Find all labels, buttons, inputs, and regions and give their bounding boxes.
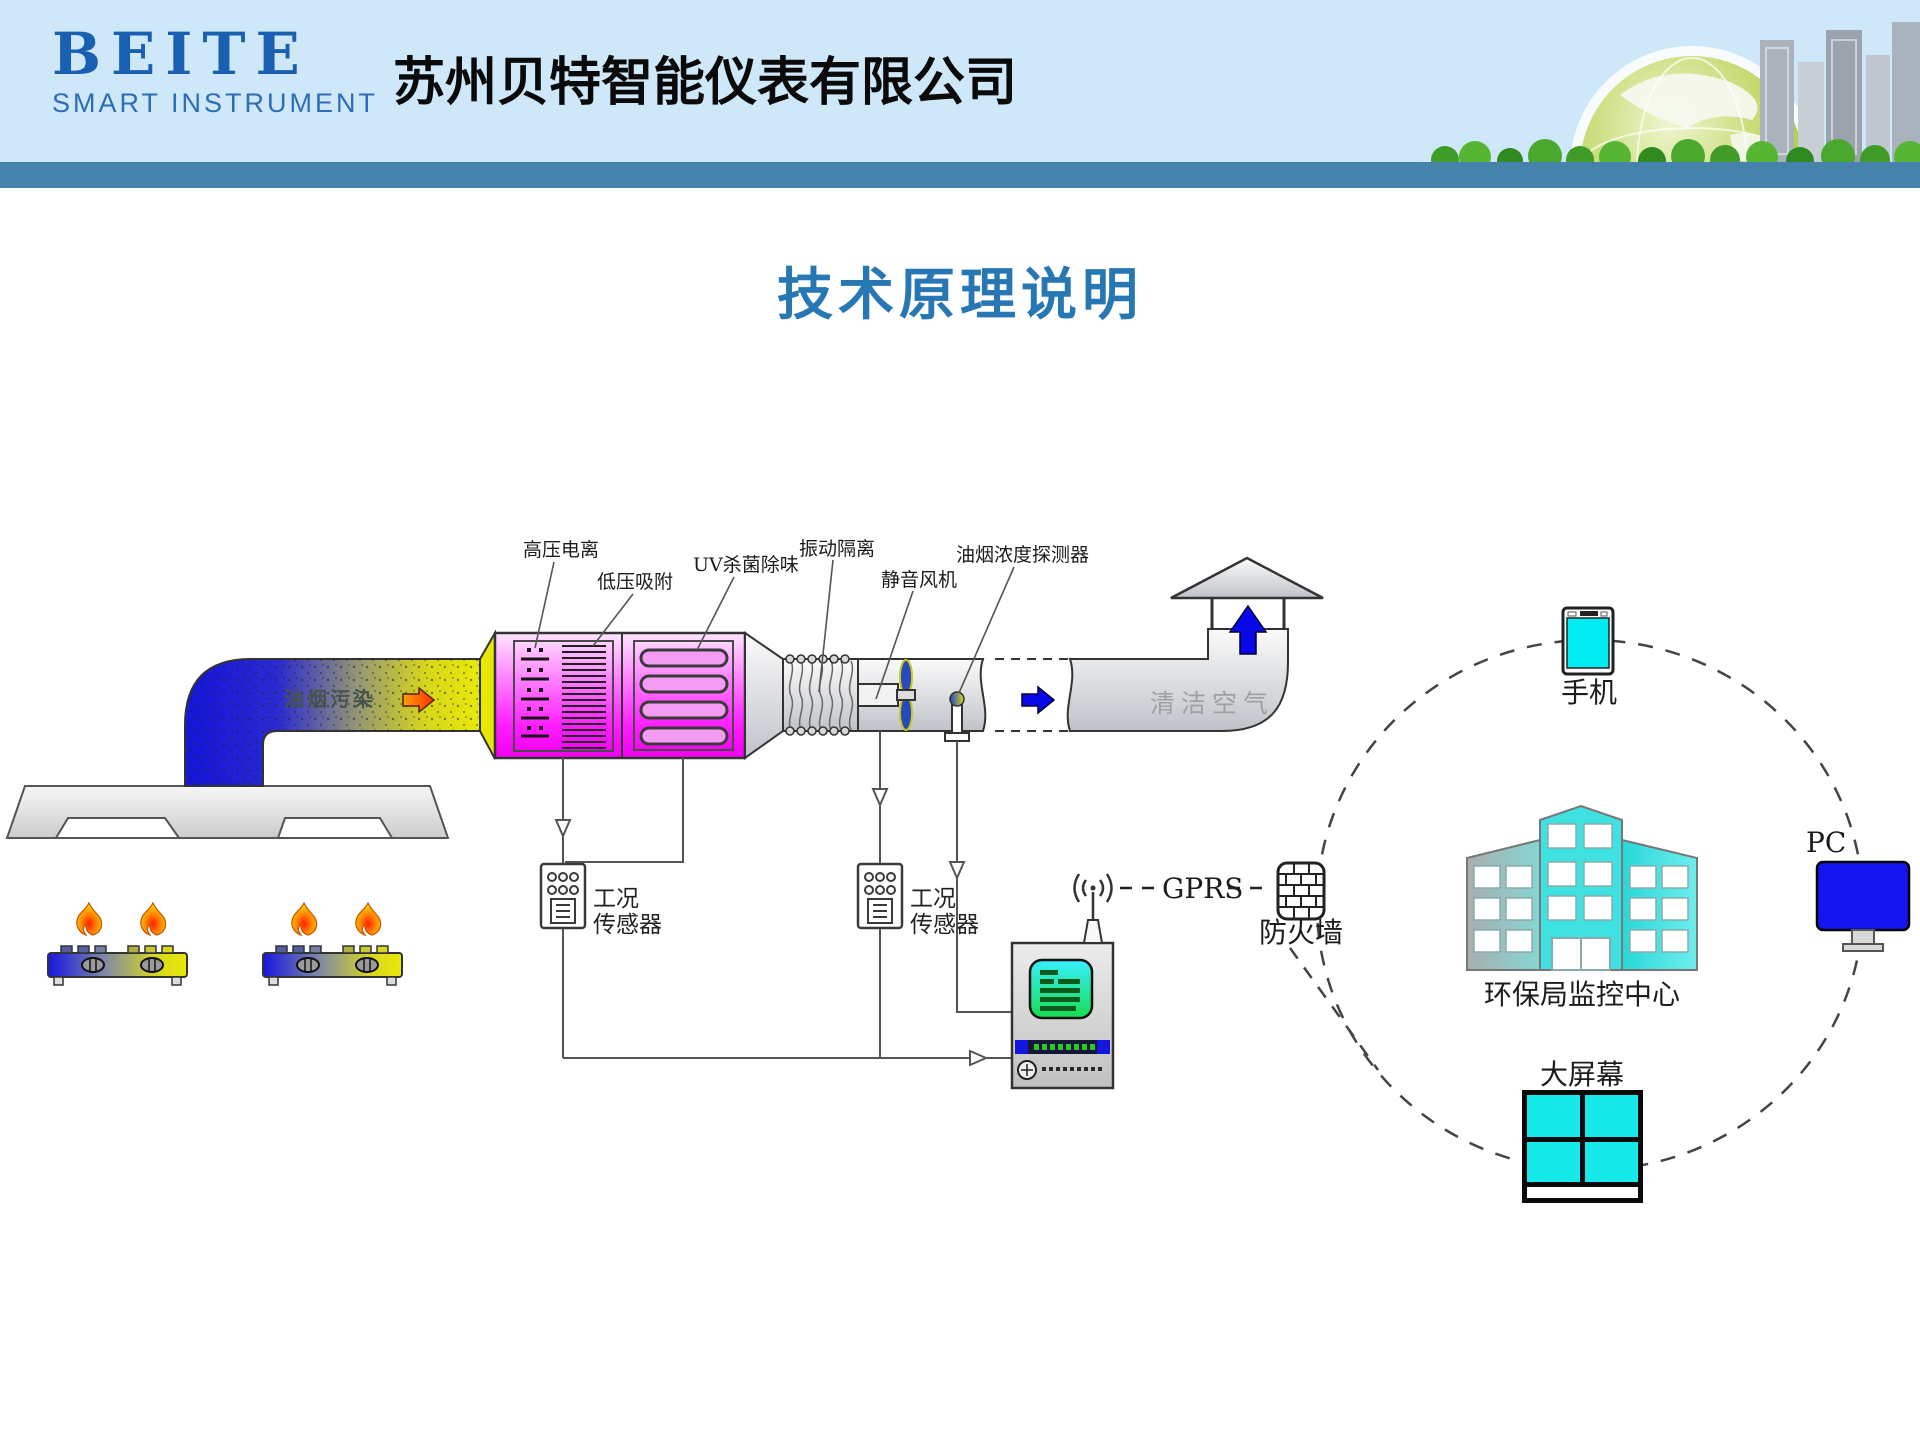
flame-icon bbox=[76, 902, 103, 936]
header: BEITE SMART INSTRUMENT 苏州贝特智能仪表有限公司 bbox=[0, 0, 1920, 162]
adsorption-plates bbox=[562, 645, 606, 749]
condition-sensor-1-label-line1: 工况 bbox=[593, 886, 639, 912]
signal-wires bbox=[554, 731, 1012, 1067]
exhaust-up-arrow-icon bbox=[1228, 604, 1268, 655]
vibration-isolation-label: 振动隔离 bbox=[799, 538, 875, 560]
monitoring-terminal bbox=[1010, 892, 1115, 1090]
flame-icon bbox=[291, 902, 318, 936]
fan-blade bbox=[899, 659, 913, 695]
firewall-icon: 防火墙 bbox=[1259, 861, 1380, 1071]
fume-pollution-label: 油烟污染 bbox=[284, 687, 376, 711]
pc-monitor-icon: PC bbox=[1806, 826, 1911, 952]
condition-sensor-2-label-line2: 传感器 bbox=[910, 912, 979, 938]
company-name: 苏州贝特智能仪表有限公司 bbox=[393, 54, 1018, 112]
ionization-electrodes bbox=[521, 657, 549, 738]
stove-left bbox=[47, 902, 188, 986]
epa-building-icon: 环保局监控中心 bbox=[1466, 804, 1698, 1011]
wireless-signal-icon bbox=[1073, 873, 1113, 903]
component-callouts: 高压电离 低压吸附 UV杀菌除味 振动隔离 静音风机 油烟浓度探测器 bbox=[523, 538, 1089, 700]
antenna-base bbox=[1082, 919, 1104, 944]
fume-duct: 油烟污染 bbox=[184, 658, 481, 787]
building-windows bbox=[1473, 823, 1689, 953]
exhaust-duct-chimney: 清洁空气 bbox=[1066, 556, 1324, 732]
ionization-dots bbox=[527, 648, 543, 730]
condition-sensor-1: 工况 传感器 bbox=[539, 862, 662, 938]
big-screen-label: 大屏幕 bbox=[1540, 1058, 1624, 1091]
terminal-screen-bars bbox=[1040, 970, 1080, 1011]
epa-center-label: 环保局监控中心 bbox=[1484, 978, 1680, 1011]
uv-tubes bbox=[639, 648, 729, 746]
duct-break bbox=[995, 658, 1068, 732]
vibration-isolator bbox=[782, 654, 859, 736]
clean-air-label: 清洁空气 bbox=[1150, 689, 1274, 718]
condition-sensor-2-label-line1: 工况 bbox=[910, 886, 956, 912]
low-pressure-adsorption-label: 低压吸附 bbox=[597, 571, 673, 593]
page-title: 技术原理说明 bbox=[777, 263, 1143, 326]
header-eco-artwork bbox=[1431, 22, 1920, 162]
condition-sensor-1-label-line2: 传感器 bbox=[593, 912, 662, 938]
terminal-footer-microtext bbox=[1042, 1067, 1102, 1071]
firewall-label: 防火墙 bbox=[1259, 916, 1343, 949]
beite-logo: BEITE SMART INSTRUMENT bbox=[52, 24, 378, 119]
uv-sterilization-label: UV杀菌除味 bbox=[693, 554, 799, 576]
kitchen-hood bbox=[5, 785, 450, 839]
flame-icon bbox=[140, 902, 167, 936]
header-divider-bar bbox=[0, 162, 1920, 188]
flow-arrow-orange-icon bbox=[402, 686, 436, 714]
flame-icon bbox=[355, 902, 382, 936]
gprs-link: GPRS bbox=[1120, 872, 1272, 905]
terminal-band-microtext bbox=[1034, 1044, 1095, 1050]
purifier-unit bbox=[479, 629, 784, 760]
condition-sensor-2: 工况 传感器 bbox=[856, 862, 979, 938]
mobile-phone-icon: 手机 bbox=[1561, 606, 1617, 709]
pc-label: PC bbox=[1806, 826, 1846, 859]
fan-blade bbox=[899, 695, 913, 731]
fume-detector-probe bbox=[944, 691, 970, 742]
logo-subtitle: SMART INSTRUMENT bbox=[52, 88, 379, 118]
mobile-phone-label: 手机 bbox=[1561, 676, 1617, 709]
logo-title: BEITE bbox=[52, 20, 310, 88]
flow-arrow-blue-icon bbox=[1021, 685, 1056, 715]
globe-icon bbox=[1570, 46, 1814, 162]
trees-icon bbox=[1431, 139, 1920, 162]
fume-detector-label: 油烟浓度探测器 bbox=[956, 544, 1089, 566]
big-screen-icon: 大屏幕 bbox=[1522, 1058, 1643, 1203]
chimney-cap bbox=[1170, 556, 1324, 600]
high-voltage-ionization-label: 高压电离 bbox=[523, 539, 599, 561]
silent-fan-label: 静音风机 bbox=[881, 569, 957, 591]
stove-right bbox=[262, 902, 403, 986]
